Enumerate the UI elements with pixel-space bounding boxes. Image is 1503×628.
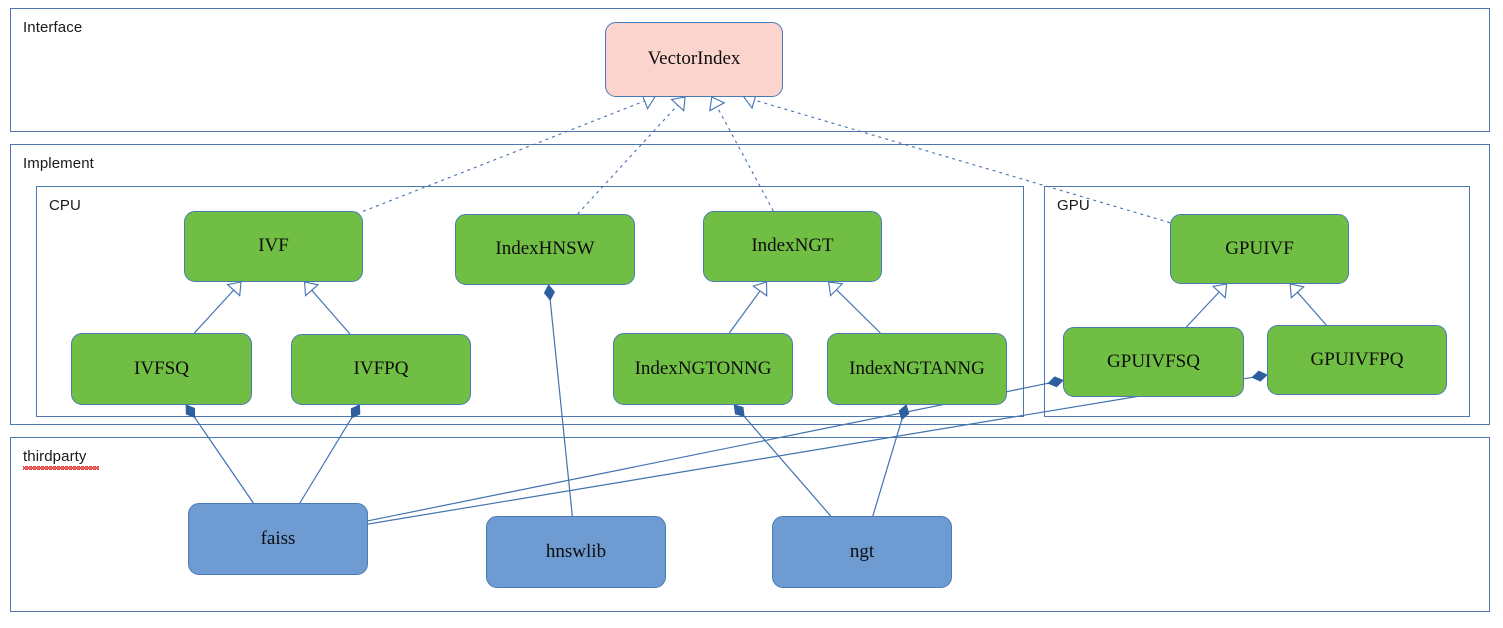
group-cpu: [36, 186, 1024, 417]
edge-faiss-to-ivfsq: [185, 404, 254, 504]
class-node-gpuivfsq[interactable]: GPUIVFSQ: [1063, 327, 1244, 397]
group-label-interface: Interface: [23, 19, 83, 36]
group-label-implement: Implement: [23, 155, 94, 172]
class-node-label: GPUIVFSQ: [1107, 350, 1200, 372]
edge-indexngt-to-vectorindex: [709, 96, 774, 212]
class-node-label: GPUIVF: [1225, 237, 1294, 259]
group-thirdparty: [10, 437, 1490, 612]
group-interface: [10, 8, 1490, 132]
class-node-label: ngt: [849, 540, 875, 562]
class-node-faiss[interactable]: faiss: [188, 503, 368, 575]
edge-ngt-to-indexngtanng: [872, 404, 910, 517]
group-implement: [10, 144, 1490, 425]
class-node-hnswlib[interactable]: hnswlib: [486, 516, 666, 588]
class-node-gpuivfpq[interactable]: GPUIVFPQ: [1267, 325, 1447, 395]
class-node-label: IndexNGTANNG: [849, 357, 985, 379]
class-node-label: IndexNGT: [751, 235, 834, 257]
class-node-indexngtonng[interactable]: IndexNGTONNG: [613, 333, 793, 405]
edge-faiss-to-gpuivfpq: [367, 370, 1268, 525]
class-node-indexngtanng[interactable]: IndexNGTANNG: [827, 333, 1007, 405]
edge-ngt-to-indexngtonng: [733, 404, 832, 517]
class-node-indexngt[interactable]: IndexNGT: [703, 211, 882, 282]
class-node-ivf[interactable]: IVF: [184, 211, 363, 282]
class-node-ivfpq[interactable]: IVFPQ: [291, 334, 471, 405]
class-node-label: IVFPQ: [353, 358, 409, 380]
edge-ivfsq-to-ivf: [193, 281, 242, 334]
edge-gpuivfpq-to-gpuivf: [1289, 283, 1327, 326]
class-node-label: IVF: [258, 235, 289, 257]
class-node-label: faiss: [260, 527, 296, 549]
class-node-gpuivf[interactable]: GPUIVF: [1170, 214, 1349, 284]
edge-faiss-to-gpuivfsq: [367, 376, 1064, 522]
edge-ivfpq-to-ivf: [303, 281, 351, 335]
class-node-label: VectorIndex: [647, 48, 741, 70]
spellcheck-underline-thirdparty: [23, 466, 99, 470]
edge-indexhnsw-to-vectorindex: [577, 96, 686, 215]
group-gpu: [1044, 186, 1470, 417]
class-node-label: hnswlib: [545, 540, 607, 562]
class-node-label: IVFSQ: [134, 357, 189, 379]
edge-gpuivf-to-vectorindex: [742, 91, 1171, 224]
group-label-cpu: CPU: [49, 197, 81, 214]
edge-indexngtonng-to-indexngt: [728, 281, 768, 334]
edge-faiss-to-ivfpq: [299, 404, 361, 504]
class-node-vectorindex[interactable]: VectorIndex: [605, 22, 783, 97]
edge-ivf-to-vectorindex: [362, 92, 656, 212]
group-label-thirdparty: thirdparty: [23, 448, 87, 465]
class-node-ivfsq[interactable]: IVFSQ: [71, 333, 252, 405]
class-node-label: IndexHNSW: [495, 238, 595, 260]
group-label-gpu: GPU: [1057, 197, 1090, 214]
class-node-label: GPUIVFPQ: [1310, 348, 1404, 370]
edge-hnswlib-to-indexhnsw: [543, 284, 573, 517]
class-node-ngt[interactable]: ngt: [772, 516, 952, 588]
class-node-indexhnsw[interactable]: IndexHNSW: [455, 214, 635, 285]
edge-indexngtanng-to-indexngt: [827, 281, 881, 334]
edge-gpuivfsq-to-gpuivf: [1185, 283, 1228, 328]
class-node-label: IndexNGTONNG: [634, 357, 772, 379]
